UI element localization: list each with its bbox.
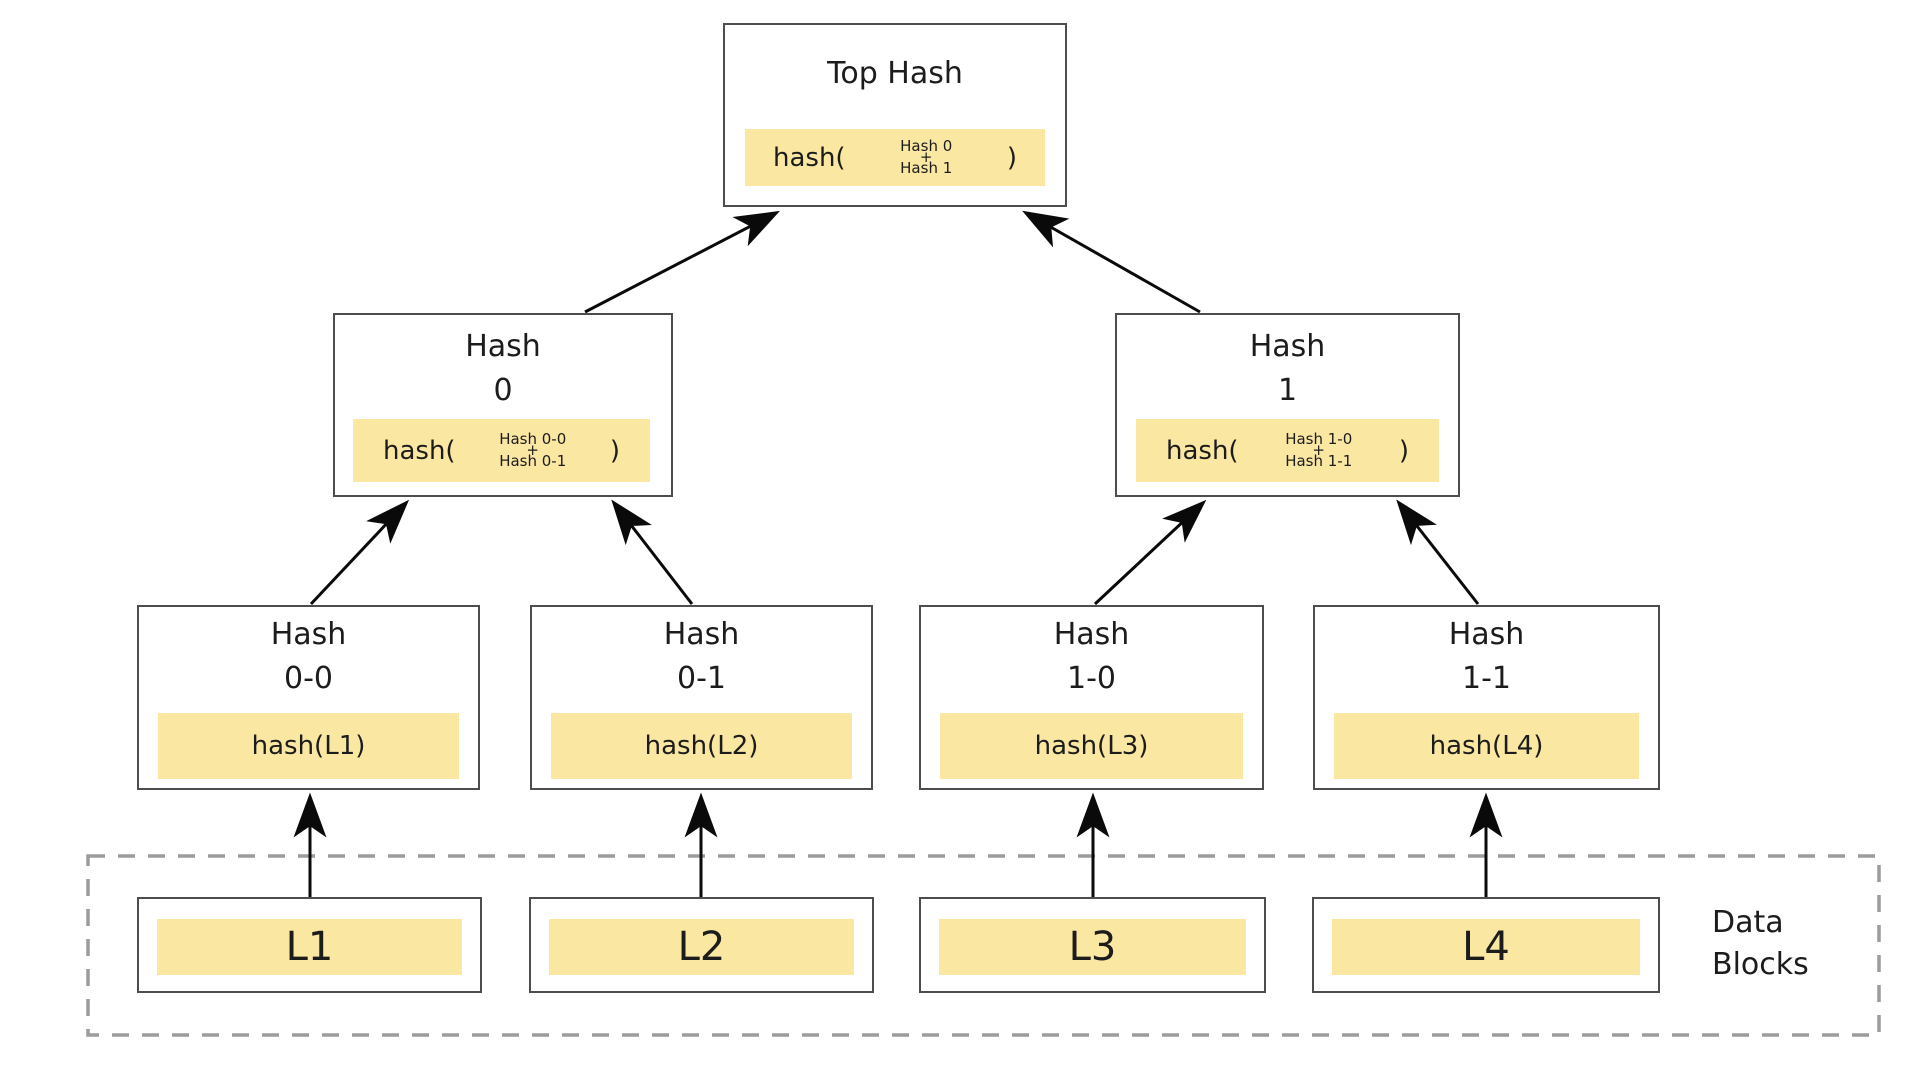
- formula-suffix: ): [1006, 142, 1017, 173]
- formula-arg-bottom: Hash 0-1: [499, 452, 567, 470]
- arrow-hash00-to-hash0: [309, 499, 410, 606]
- node-title-text: Hash: [465, 329, 541, 364]
- hash-1-formula: hash( Hash 1-0 + Hash 1-1 ): [1136, 419, 1439, 482]
- node-data-block-l3: L3: [919, 897, 1266, 993]
- node-title-index: 1-0: [1067, 661, 1116, 696]
- data-block-label: L3: [1068, 924, 1117, 970]
- node-title-text: Hash: [1053, 617, 1130, 652]
- arrow-hash11-to-hash1: [1396, 499, 1480, 605]
- node-title-index: 1-1: [1462, 661, 1511, 696]
- formula-arg-top: Hash 0: [900, 137, 953, 155]
- formula-arg-bottom: Hash 1-1: [1285, 452, 1353, 470]
- arrow-hash10-to-hash1: [1093, 499, 1207, 606]
- formula-prefix: hash(: [383, 435, 456, 466]
- node-hash-1-title: Hash 1: [1117, 315, 1458, 413]
- formula-prefix: hash(: [773, 142, 846, 173]
- node-title-text: Hash: [1249, 329, 1326, 364]
- formula-operator: +: [526, 441, 539, 459]
- node-hash-0-1-title: Hash 0-1: [532, 607, 871, 701]
- node-hash-1: Hash 1 hash( Hash 1-0 + Hash 1-1 ): [1115, 313, 1460, 497]
- data-block-label: L1: [285, 924, 334, 970]
- data-block-l4-bar: L4: [1332, 919, 1640, 975]
- formula-suffix: ): [1398, 435, 1409, 466]
- top-hash-formula: hash( Hash 0 + Hash 1 ): [745, 129, 1045, 186]
- node-data-block-l1: L1: [137, 897, 482, 993]
- node-title-index: 0-1: [677, 661, 726, 696]
- formula-arg-bottom: Hash 1: [900, 159, 953, 177]
- formula-operator: +: [1312, 441, 1325, 459]
- formula-args: Hash 0-0 + Hash 0-1: [499, 431, 566, 470]
- data-block-l2-bar: L2: [549, 919, 854, 975]
- node-hash-1-1-title: Hash 1-1: [1315, 607, 1658, 701]
- data-block-l3-bar: L3: [939, 919, 1246, 975]
- node-hash-0: Hash 0 hash( Hash 0-0 + Hash 0-1 ): [333, 313, 673, 497]
- data-block-label: L4: [1462, 924, 1510, 970]
- hash-0-formula: hash( Hash 0-0 + Hash 0-1 ): [353, 419, 650, 482]
- formula-suffix: ): [609, 435, 620, 466]
- data-block-l1-bar: L1: [157, 919, 462, 975]
- hash-1-0-formula: hash(L3): [940, 713, 1243, 779]
- formula-prefix: hash(: [1166, 435, 1239, 466]
- node-hash-0-title: Hash 0: [335, 315, 671, 413]
- node-top-hash: Top Hash hash( Hash 0 + Hash 1 ): [723, 23, 1067, 207]
- node-title-text: Top Hash: [827, 56, 963, 91]
- formula-arg-top: Hash 0-0: [499, 430, 567, 448]
- node-title-index: 1: [1277, 373, 1298, 408]
- node-hash-0-0: Hash 0-0 hash(L1): [137, 605, 480, 790]
- node-title-text: Hash: [663, 617, 740, 652]
- node-title-index: 0-0: [284, 661, 333, 696]
- node-data-block-l4: L4: [1312, 897, 1660, 993]
- formula-text: hash(L1): [251, 731, 366, 761]
- data-blocks-label: Data Blocks: [1712, 902, 1809, 986]
- formula-args: Hash 0 + Hash 1: [900, 138, 952, 177]
- node-title-index: 0: [493, 373, 513, 408]
- node-title-text: Hash: [270, 617, 347, 652]
- arrow-hash1-to-top: [1022, 210, 1201, 314]
- formula-operator: +: [919, 148, 933, 166]
- node-hash-0-0-title: Hash 0-0: [139, 607, 478, 701]
- node-hash-0-1: Hash 0-1 hash(L2): [530, 605, 873, 790]
- node-title-text: Hash: [1448, 617, 1525, 652]
- formula-text: hash(L2): [644, 731, 759, 761]
- node-hash-1-0: Hash 1-0 hash(L3): [919, 605, 1264, 790]
- arrow-hash01-to-hash0: [611, 499, 694, 605]
- data-blocks-label-line2: Blocks: [1712, 947, 1809, 982]
- data-block-label: L2: [677, 924, 726, 970]
- hash-1-1-formula: hash(L4): [1334, 713, 1639, 779]
- data-blocks-label-line1: Data: [1712, 905, 1784, 940]
- node-data-block-l2: L2: [529, 897, 874, 993]
- hash-0-1-formula: hash(L2): [551, 713, 852, 779]
- formula-args: Hash 1-0 + Hash 1-1: [1285, 431, 1352, 470]
- formula-arg-top: Hash 1-0: [1285, 430, 1353, 448]
- formula-text: hash(L4): [1429, 731, 1544, 761]
- formula-text: hash(L3): [1034, 731, 1149, 761]
- data-blocks-container: [86, 854, 1881, 1037]
- node-hash-1-0-title: Hash 1-0: [921, 607, 1262, 701]
- arrow-hash0-to-top: [584, 210, 780, 314]
- node-top-hash-title: Top Hash: [725, 25, 1065, 96]
- hash-0-0-formula: hash(L1): [158, 713, 459, 779]
- node-hash-1-1: Hash 1-1 hash(L4): [1313, 605, 1660, 790]
